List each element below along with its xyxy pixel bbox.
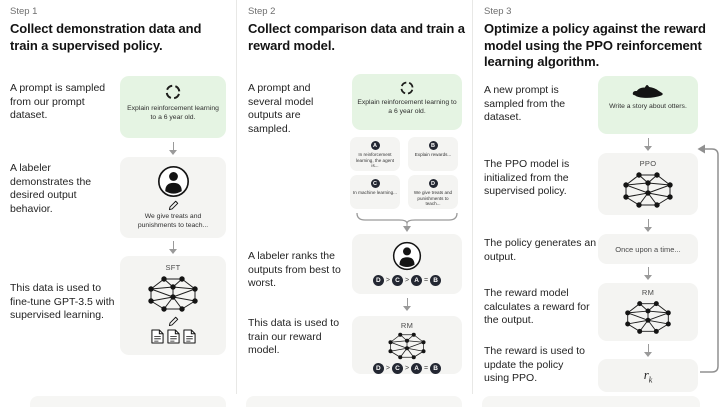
step2-rm-box: RM D > C > A = B (352, 316, 462, 374)
output-chip-d: D We give treats and punishments to teac… (408, 175, 458, 209)
document-icon (183, 329, 196, 344)
step2-text-rank: A labeler ranks the outputs from best to… (248, 250, 341, 289)
rank-letter: A (411, 275, 423, 286)
output-chip-a: A In reinforcement learning, the agent i… (350, 137, 400, 171)
down-arrow-icon (643, 344, 653, 357)
step1-text-labeler: A labeler demonstrates the desired outpu… (10, 162, 92, 215)
neural-network-icon (622, 170, 674, 210)
rank-separator: = (424, 365, 429, 372)
neural-network-icon (147, 274, 199, 314)
chip-letter-b: B (428, 141, 438, 150)
next-section-card-edge (30, 396, 226, 407)
step3-rm-box: RM (598, 283, 698, 341)
chip-text-c: In machine learning... (353, 190, 397, 195)
step2-heading: Collect comparison data and train a rewa… (248, 21, 465, 53)
step1-sft-box: SFT (120, 256, 226, 355)
step3-text-prompt: A new prompt is sampled from the dataset… (484, 84, 566, 123)
step1-text-prompt: A prompt is sampled from our prompt data… (10, 82, 106, 121)
step3-text-update: The reward is used to update the policy … (484, 345, 585, 384)
step1-label: Step 1 (10, 6, 38, 17)
down-arrow-icon (402, 298, 412, 311)
cycle-icon (164, 83, 182, 101)
step3-label: Step 3 (484, 6, 512, 17)
output-chip-c: C In machine learning... (350, 175, 400, 209)
feedback-loop-arrow (697, 144, 719, 373)
step3-heading: Optimize a policy against the reward mod… (484, 21, 706, 69)
chip-text-d: We give treats and punishments to teach.… (413, 190, 453, 207)
down-arrow-icon (643, 138, 653, 151)
step2-prompt-box: Explain reinforcement learning to a 6 ye… (352, 74, 462, 130)
step1-text-finetune: This data is used to fine-tune GPT-3.5 w… (10, 282, 115, 321)
step3-text-reward: The reward model calculates a reward for… (484, 287, 590, 326)
otter-icon (632, 84, 664, 99)
step1-heading: Collect demonstration data and train a s… (10, 21, 202, 53)
reward-value: rk (643, 366, 653, 385)
step3-reward-box: rk (598, 359, 698, 392)
sft-label: SFT (165, 263, 181, 272)
step3-text-output: The policy generates an output. (484, 237, 597, 263)
rank-separator: > (404, 277, 410, 284)
rm-label: RM (400, 321, 414, 330)
rank-letter: B (430, 363, 442, 374)
ranking-row: D > C > A = B (372, 363, 442, 374)
chip-letter-a: A (370, 141, 380, 150)
step2-labeler-box: D > C > A = B (352, 234, 462, 294)
column-divider (236, 0, 237, 394)
output-caption: Once upon a time... (615, 244, 681, 254)
step2-prompt-caption: Explain reinforcement learning to a 6 ye… (357, 99, 457, 115)
rank-separator: > (385, 277, 390, 284)
chip-text-a: In reinforcement learning, the agent is.… (355, 152, 395, 169)
rank-separator: > (385, 365, 390, 372)
rank-letter: A (411, 363, 423, 374)
down-arrow-icon (643, 219, 653, 232)
document-icon (151, 329, 164, 344)
step1-prompt-box: Explain reinforcement learning to a 6 ye… (120, 76, 226, 138)
step3-prompt-box: Write a story about otters. (598, 76, 698, 134)
down-arrow-icon (643, 267, 653, 280)
rank-letter: C (391, 275, 403, 286)
labeler-person-icon (392, 241, 422, 271)
pencil-icon (168, 200, 179, 211)
labeler-person-icon (157, 165, 190, 198)
down-arrow-icon (168, 241, 178, 254)
step2-text-prompt: A prompt and several model outputs are s… (248, 82, 314, 135)
documents-row (151, 329, 196, 344)
rank-separator: = (424, 277, 429, 284)
cycle-icon (399, 80, 415, 96)
rank-letter: D (372, 363, 384, 374)
rm-label: RM (641, 288, 655, 297)
step1-labeler-caption: We give treats and punishments to teach.… (137, 213, 209, 229)
down-arrow-icon (168, 142, 178, 155)
next-section-card-edge (246, 396, 462, 407)
rank-separator: > (404, 365, 410, 372)
next-section-card-edge (482, 396, 700, 407)
output-chip-b: B Explain rewards... (408, 137, 458, 171)
step2-text-train: This data is used to train our reward mo… (248, 317, 340, 356)
pencil-icon (168, 316, 179, 327)
step1-labeler-box: We give treats and punishments to teach.… (120, 157, 226, 238)
neural-network-icon (386, 331, 428, 361)
rank-letter: B (430, 275, 442, 286)
step2-label: Step 2 (248, 6, 276, 17)
chip-letter-d: D (428, 179, 438, 188)
brace-arrow-icon (356, 212, 458, 232)
chip-letter-c: C (370, 179, 380, 188)
step3-prompt-caption: Write a story about otters. (609, 103, 687, 110)
column-divider (472, 0, 473, 394)
rank-letter: C (391, 363, 403, 374)
ranking-row: D > C > A = B (372, 275, 442, 286)
neural-network-icon (624, 299, 672, 336)
step3-text-ppo: The PPO model is initialized from the su… (484, 158, 570, 197)
document-icon (167, 329, 180, 344)
ppo-label: PPO (639, 159, 657, 168)
step3-ppo-box: PPO (598, 153, 698, 215)
chip-text-b: Explain rewards... (414, 152, 452, 157)
step1-prompt-caption: Explain reinforcement learning to a 6 ye… (127, 105, 219, 121)
rank-letter: D (372, 275, 384, 286)
step3-output-box: Once upon a time... (598, 234, 698, 264)
